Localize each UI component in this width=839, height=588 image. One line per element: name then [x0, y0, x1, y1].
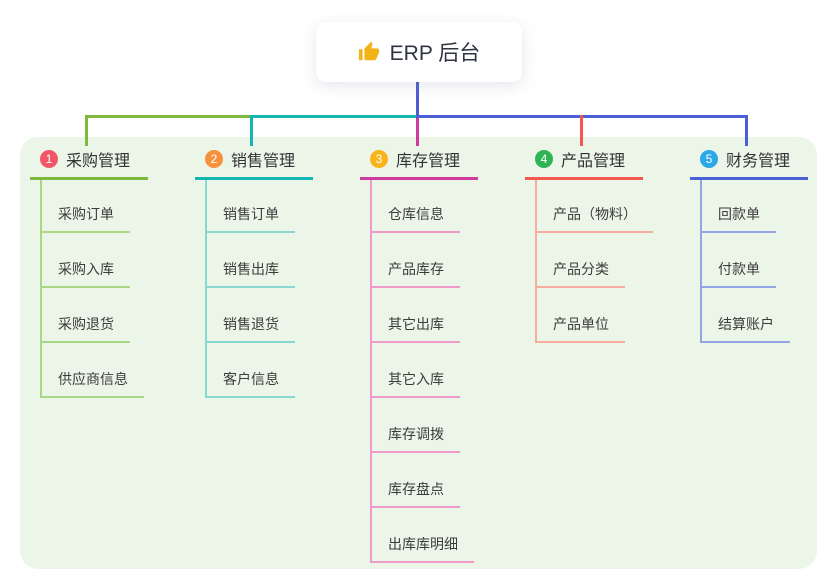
child-row: 产品库存	[370, 233, 460, 288]
child-row: 供应商信息	[40, 343, 144, 398]
child-row: 销售订单	[205, 178, 295, 233]
child-row: 采购入库	[40, 233, 130, 288]
root-node-label: ERP 后台	[389, 42, 481, 65]
child-node[interactable]: 销售订单	[205, 204, 295, 233]
branch-drop-5	[745, 115, 748, 146]
child-node[interactable]: 销售出库	[205, 259, 295, 288]
child-node[interactable]: 回款单	[700, 204, 776, 233]
child-node[interactable]: 库存盘点	[370, 479, 460, 508]
root-node[interactable]: ERP 后台	[316, 22, 522, 82]
child-row: 付款单	[700, 233, 776, 288]
child-node[interactable]: 结算账户	[700, 314, 790, 343]
child-node[interactable]: 产品单位	[535, 314, 625, 343]
branch-drop-1	[85, 115, 88, 146]
branch-drop-4	[580, 115, 583, 146]
branch-trunk-line	[700, 178, 702, 343]
child-node[interactable]: 销售退货	[205, 314, 295, 343]
connector-rail-left	[85, 115, 252, 118]
branch-trunk-line	[535, 178, 537, 343]
branch-label: 库存管理	[396, 153, 461, 170]
child-node[interactable]: 出库库明细	[370, 534, 474, 563]
child-row: 库存盘点	[370, 453, 460, 508]
child-row: 结算账户	[700, 288, 790, 343]
child-node[interactable]: 供应商信息	[40, 369, 144, 398]
child-row: 仓库信息	[370, 178, 460, 233]
child-node[interactable]: 客户信息	[205, 369, 295, 398]
child-node[interactable]: 产品分类	[535, 259, 625, 288]
child-node[interactable]: 采购退货	[40, 314, 130, 343]
child-node[interactable]: 库存调拨	[370, 424, 460, 453]
branch-number-badge: 1	[40, 150, 58, 168]
child-row: 其它出库	[370, 288, 460, 343]
child-node[interactable]: 付款单	[700, 259, 776, 288]
branch-node-5[interactable]: 5 财务管理	[690, 147, 808, 180]
branch-trunk-line	[205, 178, 207, 398]
child-row: 客户信息	[205, 343, 295, 398]
child-row: 产品分类	[535, 233, 625, 288]
child-row: 销售出库	[205, 233, 295, 288]
child-node[interactable]: 产品（物料）	[535, 204, 653, 233]
branch-number-badge: 2	[205, 150, 223, 168]
branch-label: 采购管理	[66, 153, 131, 170]
branch-drop-2	[250, 115, 253, 146]
child-row: 产品单位	[535, 288, 625, 343]
child-row: 库存调拨	[370, 398, 460, 453]
child-row: 采购订单	[40, 178, 130, 233]
child-node[interactable]: 采购入库	[40, 259, 130, 288]
branch-label: 销售管理	[231, 153, 296, 170]
child-node[interactable]: 产品库存	[370, 259, 460, 288]
child-node[interactable]: 其它入库	[370, 369, 460, 398]
branch-trunk-line	[40, 178, 42, 398]
branch-label: 财务管理	[726, 153, 791, 170]
branch-drop-3	[416, 118, 419, 146]
thumbs-up-icon	[358, 41, 380, 63]
branch-number-badge: 4	[535, 150, 553, 168]
child-row: 回款单	[700, 178, 776, 233]
child-node[interactable]: 仓库信息	[370, 204, 460, 233]
child-row: 采购退货	[40, 288, 130, 343]
branch-node-1[interactable]: 1 采购管理	[30, 147, 148, 180]
child-node[interactable]: 其它出库	[370, 314, 460, 343]
child-row: 销售退货	[205, 288, 295, 343]
branch-number-badge: 5	[700, 150, 718, 168]
branch-node-2[interactable]: 2 销售管理	[195, 147, 313, 180]
branch-label: 产品管理	[561, 153, 626, 170]
branch-trunk-line	[370, 178, 372, 563]
connector-root-stem	[416, 82, 419, 115]
child-row: 其它入库	[370, 343, 460, 398]
child-node[interactable]: 采购订单	[40, 204, 130, 233]
connector-rail-middle	[250, 115, 418, 118]
child-row: 出库库明细	[370, 508, 474, 563]
branches-background-panel	[20, 137, 817, 569]
branch-node-3[interactable]: 3 库存管理	[360, 147, 478, 180]
child-row: 产品（物料）	[535, 178, 653, 233]
branch-number-badge: 3	[370, 150, 388, 168]
branch-node-4[interactable]: 4 产品管理	[525, 147, 643, 180]
